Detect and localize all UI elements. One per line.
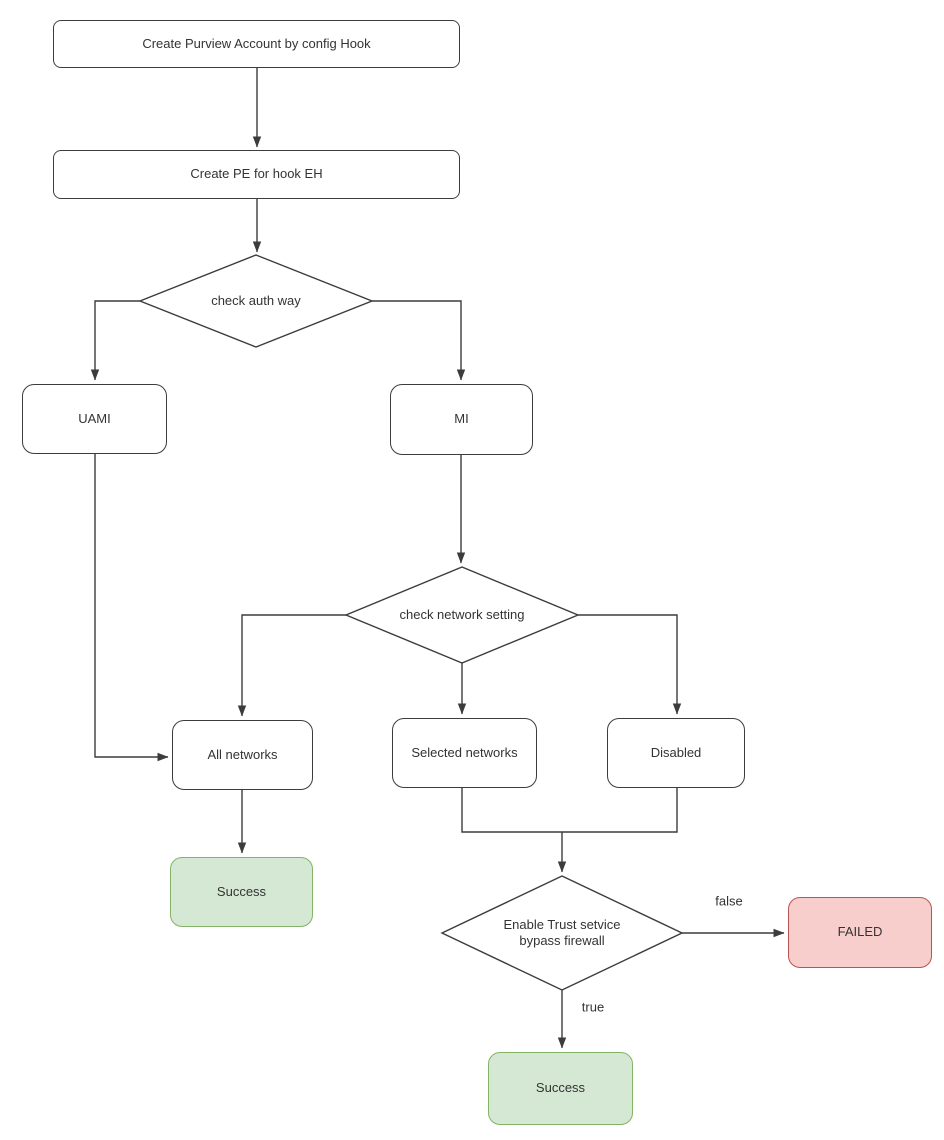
decision-enable-trust-shape [440, 875, 684, 991]
edge-check-auth-to-uami [90, 300, 140, 381]
node-disabled: Disabled [607, 718, 745, 788]
edge-uami-to-all-networks [94, 453, 169, 762]
node-failed: FAILED [788, 897, 932, 968]
decision-check-auth-shape [138, 254, 374, 348]
node-success-trust: Success [488, 1052, 633, 1125]
node-label: Success [216, 883, 267, 899]
node-create-pe: Create PE for hook EH [53, 150, 460, 199]
decision-check-network-shape [344, 566, 580, 664]
node-uami: UAMI [22, 384, 167, 454]
node-all-networks: All networks [172, 720, 313, 790]
node-label: Disabled [650, 744, 702, 760]
node-label: Success [535, 1080, 586, 1096]
edge-label-true: true [579, 999, 607, 1015]
node-label: Create Purview Account by config Hook [142, 35, 371, 51]
edge-merge-selected-disabled [461, 788, 678, 833]
decision-check-auth-label: check auth way [211, 292, 301, 308]
edge-check-auth-to-mi [372, 300, 466, 381]
edge-check-network-to-all-networks [237, 614, 346, 717]
decision-check-network-label: check network setting [399, 606, 525, 622]
node-success-all-networks: Success [170, 857, 313, 927]
node-label: Selected networks [411, 744, 518, 760]
node-label: UAMI [78, 410, 111, 426]
node-label: FAILED [837, 924, 883, 940]
node-label: MI [454, 411, 469, 427]
node-label: Create PE for hook EH [190, 166, 323, 182]
node-selected-networks: Selected networks [392, 718, 537, 788]
node-create-purview-account: Create Purview Account by config Hook [53, 20, 460, 68]
edge-label-false: false [713, 893, 745, 909]
node-mi: MI [390, 384, 533, 455]
decision-enable-trust-label: Enable Trust setvice bypass firewall [503, 916, 621, 948]
edge-check-network-to-disabled [578, 614, 682, 715]
node-label: All networks [207, 746, 278, 762]
